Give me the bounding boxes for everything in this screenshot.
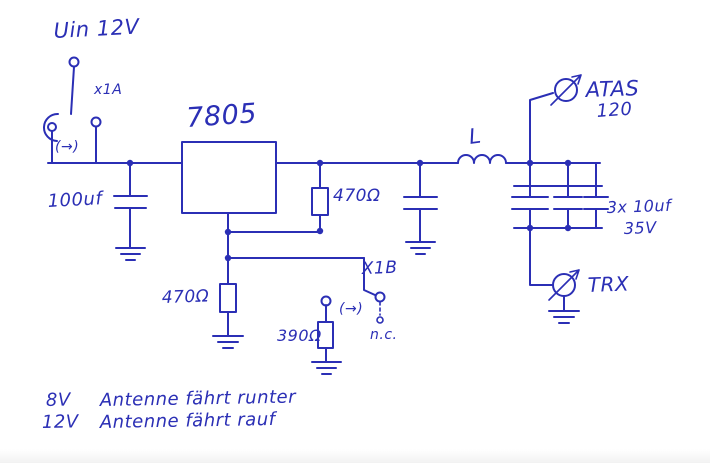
trx-label: TRX: [587, 272, 630, 297]
x1a-socket-pin: [47, 122, 57, 132]
ground-symbol: [311, 361, 342, 375]
nc-label: n.c.: [370, 327, 397, 343]
plug-arrow-icon: (→): [55, 139, 79, 155]
uin-label: Uin 12V: [53, 14, 141, 43]
coax-connector-icon: [554, 78, 578, 102]
note-12v-text: Antenne fährt rauf: [99, 409, 278, 433]
atas-wire: [529, 92, 554, 164]
note-12v-voltage: 12V: [42, 411, 80, 433]
capacitor-c2: [403, 159, 438, 255]
junction-dot: [564, 224, 572, 232]
ground-symbol: [405, 241, 436, 255]
r2-label: 470Ω: [161, 286, 209, 308]
r1-label: 470Ω: [333, 186, 380, 206]
inductor-label: L: [467, 123, 482, 148]
connector-x1b: [320, 291, 386, 324]
uin-terminal: [68, 56, 80, 68]
capbank-cap1-plates: [511, 196, 549, 210]
x1b-label: X1B: [360, 258, 397, 279]
plug-arrow-icon: (→): [339, 301, 363, 317]
c2-plates: [403, 196, 438, 210]
capacitor-c1: [113, 159, 148, 261]
ground-symbol: [115, 247, 146, 261]
trx-connector: [529, 227, 580, 324]
atas-number: 120: [596, 99, 633, 122]
connector-x1a: [43, 112, 102, 164]
capbank-top-drops: [529, 162, 597, 187]
trx-wire: [529, 227, 553, 286]
capacitor-bank: [511, 162, 609, 232]
note-8v-voltage: 8V: [46, 390, 72, 411]
capbank-cap2-plates: [553, 196, 583, 210]
r3-label: 390Ω: [277, 326, 322, 345]
gnd-pin-network: [224, 212, 376, 296]
atas-connector: [529, 74, 582, 164]
capbank-cap3-plates: [583, 196, 609, 210]
x1a-plug-pin: [90, 116, 102, 128]
capbank-label: 3x 10uf: [606, 196, 673, 217]
capbank-stems-bottom: [529, 208, 597, 229]
capbank-stems-top: [529, 185, 597, 198]
x1a-label: x1A: [93, 82, 122, 98]
plug-arrow-icon: [548, 269, 580, 301]
r1-body: [311, 187, 329, 216]
uin-wire: [70, 66, 75, 115]
x1b-right-pin: [374, 291, 386, 303]
x1b-feed-wire: [363, 257, 376, 296]
inductor-coil: [457, 154, 507, 164]
resistor-r2: [212, 257, 244, 349]
ground-symbol: [548, 310, 580, 324]
atas-label: ATAS: [583, 76, 639, 102]
ground-symbol: [212, 335, 244, 349]
r2-body: [219, 283, 237, 313]
c1-label: 100uf: [47, 188, 105, 212]
note-8v-text: Antenne fährt runter: [99, 387, 298, 411]
plug-arrow-icon: [550, 74, 582, 106]
regulator-7805-box: [181, 141, 277, 214]
resistor-r1: [311, 159, 329, 235]
regulator-label: 7805: [185, 98, 258, 134]
capbank-voltage-label: 35V: [623, 218, 657, 238]
x1b-nc-pin: [376, 316, 384, 324]
resistor-r3: [311, 304, 342, 375]
